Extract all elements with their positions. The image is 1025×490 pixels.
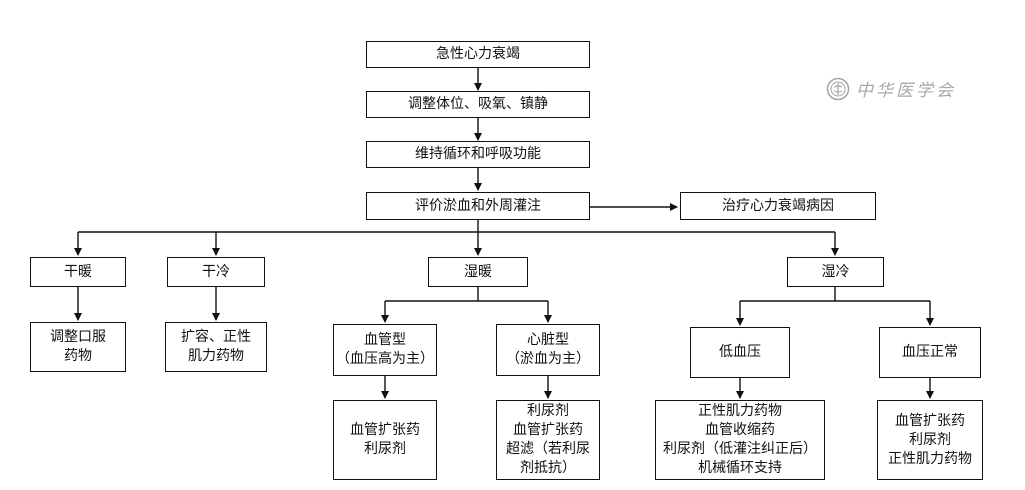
node-cardiac-type: 心脏型 （淤血为主） [496,324,600,376]
node-dry-warm-treatment: 调整口服 药物 [30,322,126,372]
node-evaluate-congestion: 评价淤血和外周灌注 [366,192,590,220]
watermark-text: 中华医学会 [856,81,956,101]
node-acute-heart-failure: 急性心力衰竭 [366,41,590,68]
node-wet-warm: 湿暖 [428,257,528,287]
node-vascular-treatment: 血管扩张药 利尿剂 [333,400,437,480]
node-low-blood-pressure: 低血压 [690,327,790,378]
node-wet-cold: 湿冷 [787,257,884,287]
node-treat-cause: 治疗心力衰竭病因 [680,192,876,220]
node-vascular-type: 血管型 （血压高为主） [333,324,437,376]
node-dry-cold: 干冷 [167,257,265,287]
seal-logo-icon [826,77,850,100]
node-dry-warm: 干暖 [30,257,126,287]
node-maintain-circulation: 维持循环和呼吸功能 [366,141,590,168]
node-normal-blood-pressure: 血压正常 [879,327,981,378]
watermark: 中华医学会 [826,76,956,101]
node-low-bp-treatment: 正性肌力药物 血管收缩药 利尿剂（低灌注纠正后） 机械循环支持 [655,400,825,480]
node-normal-bp-treatment: 血管扩张药 利尿剂 正性肌力药物 [877,400,983,480]
node-adjust-position: 调整体位、吸氧、镇静 [366,91,590,118]
node-cardiac-treatment: 利尿剂 血管扩张药 超滤（若利尿 剂抵抗） [496,400,600,480]
node-dry-cold-treatment: 扩容、正性 肌力药物 [165,322,267,372]
